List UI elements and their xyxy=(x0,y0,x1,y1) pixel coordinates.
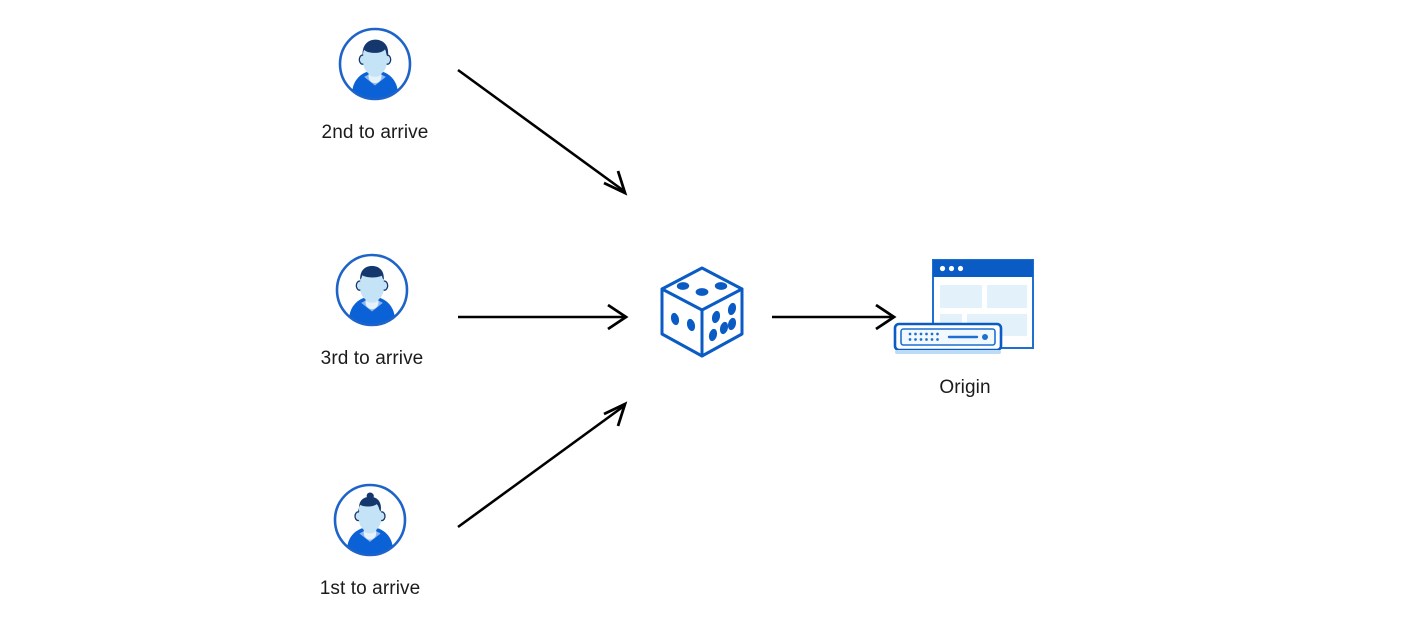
arrow-client-c-to-randomizer xyxy=(457,401,628,529)
user-avatar-female-icon xyxy=(331,481,409,564)
arrow-client-a-to-randomizer xyxy=(457,68,628,196)
window-dot xyxy=(957,265,964,272)
user-avatar-male-icon xyxy=(336,25,414,108)
dice-left-pips xyxy=(670,312,696,332)
user-avatar-male-icon xyxy=(333,251,411,334)
status-led xyxy=(982,334,988,340)
node-randomizer xyxy=(652,262,752,367)
node-client-2nd: 2nd to arrive xyxy=(287,25,463,144)
dice-right-pips xyxy=(708,302,737,342)
node-label: 1st to arrive xyxy=(319,578,421,599)
node-label: Origin xyxy=(939,377,991,398)
arrow-randomizer-to-origin xyxy=(772,303,897,331)
origin-server-icon xyxy=(891,255,1039,365)
server-device-icon xyxy=(893,322,1003,354)
arrow-client-b-to-randomizer xyxy=(458,303,629,331)
content-panel xyxy=(940,285,982,308)
node-origin: Origin xyxy=(889,255,1041,399)
window-dot xyxy=(948,265,955,272)
node-label: 2nd to arrive xyxy=(321,122,429,143)
window-dot xyxy=(939,265,946,272)
vent-dots xyxy=(908,332,939,341)
node-client-1st: 1st to arrive xyxy=(282,481,458,600)
node-label: 3rd to arrive xyxy=(320,348,424,369)
dice-top-pips xyxy=(676,282,728,296)
content-panel xyxy=(987,285,1027,308)
dice-icon xyxy=(654,262,750,367)
node-client-3rd: 3rd to arrive xyxy=(284,251,460,370)
